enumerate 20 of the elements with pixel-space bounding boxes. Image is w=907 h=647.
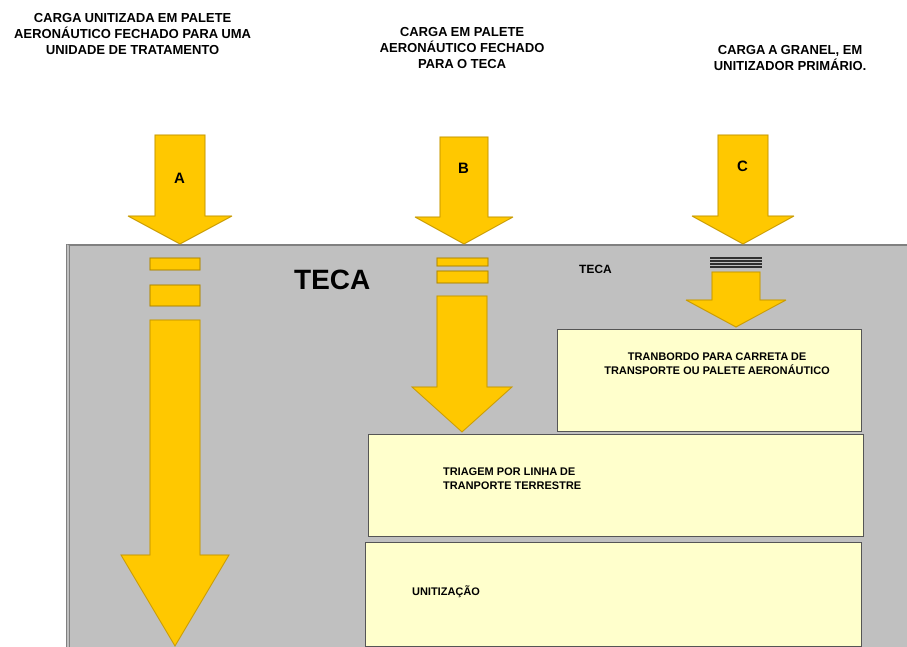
edge-label: A [174, 170, 185, 187]
block-arrow [128, 134, 232, 245]
block-arrow [414, 136, 514, 245]
cargo-description: CARGA EM PALETE AERONÁUTICO FECHADO PARA O TECA [362, 24, 562, 72]
area-label: TECA [579, 262, 612, 276]
process-label: TRIAGEM POR LINHA DE TRANPORTE TERRESTRE [443, 465, 582, 493]
process-box [557, 329, 862, 432]
process-box [365, 542, 862, 647]
block-arrow [410, 296, 514, 433]
block-arrow [692, 134, 794, 245]
block-arrow [686, 272, 786, 328]
process-box [368, 434, 864, 537]
area-title: TECA [294, 264, 370, 296]
cargo-description: CARGA UNITIZADA EM PALETE AERONÁUTICO FECHADO PARA UMA UNIDADE DE TRATAMENTO [5, 10, 260, 58]
terminal-area [66, 244, 907, 647]
edge-label: B [458, 160, 469, 177]
cargo-description: CARGA A GRANEL, EM UNITIZADOR PRIMÁRIO. [680, 42, 900, 74]
edge-label: C [737, 158, 748, 175]
process-label: UNITIZAÇÃO [412, 585, 481, 599]
process-label: TRANBORDO PARA CARRETA DE TRANSPORTE OU PALETE AERONÁUTICO [603, 350, 831, 378]
